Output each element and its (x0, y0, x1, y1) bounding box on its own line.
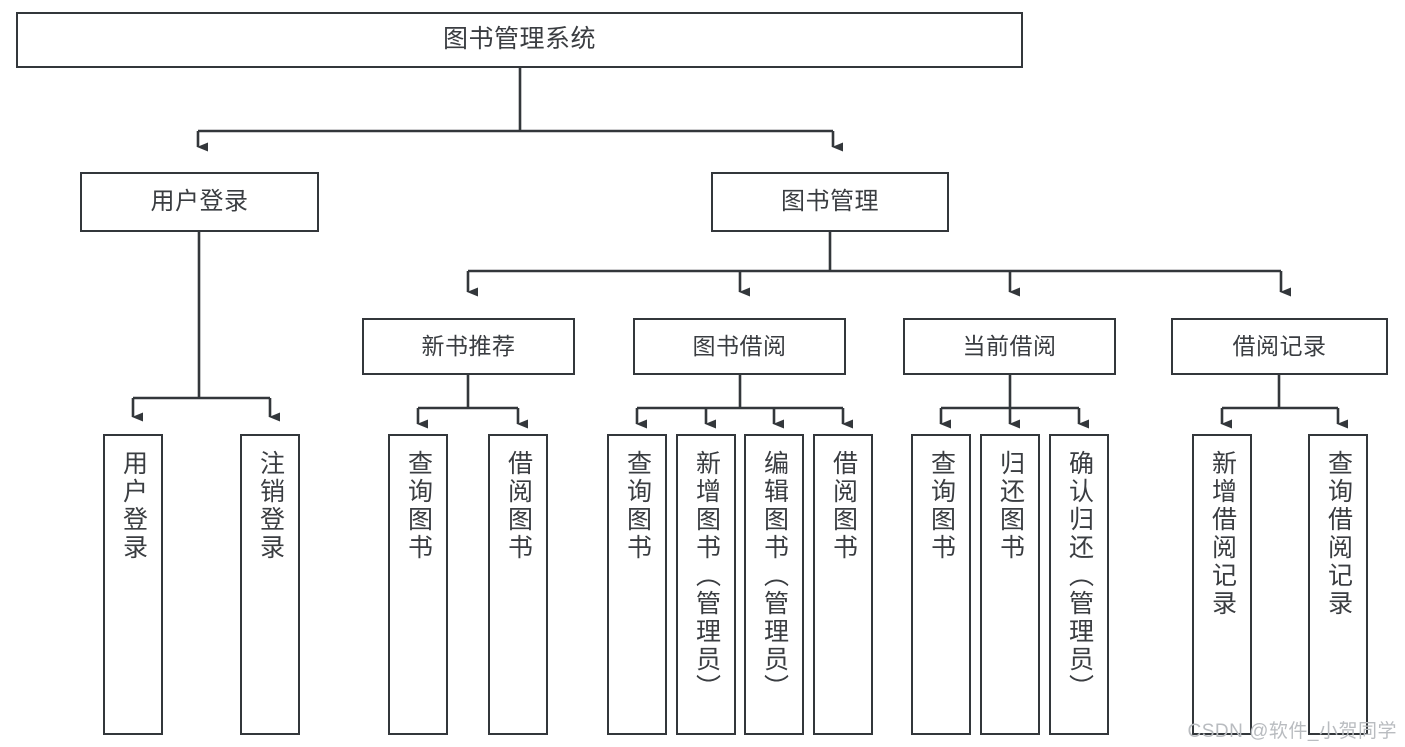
leaf-current-borrow-return-label: 归还图书 (996, 450, 1025, 562)
node-borrow-record[interactable]: 借阅记录 (1171, 318, 1388, 375)
leaf-book-borrow-edit-label: 编辑图书（管理员） (760, 450, 789, 702)
leaf-book-borrow-borrow[interactable]: 借阅图书 (813, 434, 873, 735)
leaf-book-borrow-borrow-label: 借阅图书 (829, 450, 858, 562)
node-book-management[interactable]: 图书管理 (711, 172, 949, 232)
leaf-user-login-signout[interactable]: 注销登录 (240, 434, 300, 735)
node-user-login-label: 用户登录 (150, 187, 249, 215)
leaf-user-login-signin-label: 用户登录 (119, 450, 148, 562)
leaf-new-book-borrow-label: 借阅图书 (504, 450, 533, 562)
leaf-user-login-signout-label: 注销登录 (256, 450, 285, 562)
leaf-current-borrow-confirm-return[interactable]: 确认归还（管理员） (1049, 434, 1109, 735)
leaf-borrow-record-query[interactable]: 查询借阅记录 (1308, 434, 1368, 735)
leaf-borrow-record-add[interactable]: 新增借阅记录 (1192, 434, 1252, 735)
leaf-book-borrow-query-label: 查询图书 (623, 450, 652, 562)
node-root-book-management-system[interactable]: 图书管理系统 (16, 12, 1023, 68)
leaf-current-borrow-query[interactable]: 查询图书 (911, 434, 971, 735)
leaf-current-borrow-confirm-return-label: 确认归还（管理员） (1065, 450, 1094, 702)
node-current-borrow-label: 当前借阅 (962, 332, 1057, 359)
leaf-current-borrow-return[interactable]: 归还图书 (980, 434, 1040, 735)
node-borrow-record-label: 借阅记录 (1232, 332, 1327, 359)
node-root-label: 图书管理系统 (442, 25, 596, 54)
leaf-user-login-signin[interactable]: 用户登录 (103, 434, 163, 735)
node-book-borrow[interactable]: 图书借阅 (633, 318, 846, 375)
node-new-book-recommend[interactable]: 新书推荐 (362, 318, 575, 375)
leaf-book-borrow-add[interactable]: 新增图书（管理员） (676, 434, 736, 735)
leaf-borrow-record-query-label: 查询借阅记录 (1324, 450, 1353, 618)
leaf-book-borrow-add-label: 新增图书（管理员） (692, 450, 721, 702)
leaf-book-borrow-query[interactable]: 查询图书 (607, 434, 667, 735)
leaf-current-borrow-query-label: 查询图书 (927, 450, 956, 562)
leaf-new-book-query-label: 查询图书 (404, 450, 433, 562)
leaf-new-book-borrow[interactable]: 借阅图书 (488, 434, 548, 735)
leaf-book-borrow-edit[interactable]: 编辑图书（管理员） (744, 434, 804, 735)
node-book-management-label: 图书管理 (781, 187, 879, 215)
leaf-new-book-query[interactable]: 查询图书 (388, 434, 448, 735)
node-book-borrow-label: 图书借阅 (692, 332, 787, 359)
node-new-book-recommend-label: 新书推荐 (421, 332, 516, 359)
leaf-borrow-record-add-label: 新增借阅记录 (1208, 450, 1237, 618)
node-current-borrow[interactable]: 当前借阅 (903, 318, 1116, 375)
node-user-login[interactable]: 用户登录 (80, 172, 319, 232)
watermark-text: CSDN @软件_小贺同学 (1187, 721, 1397, 742)
